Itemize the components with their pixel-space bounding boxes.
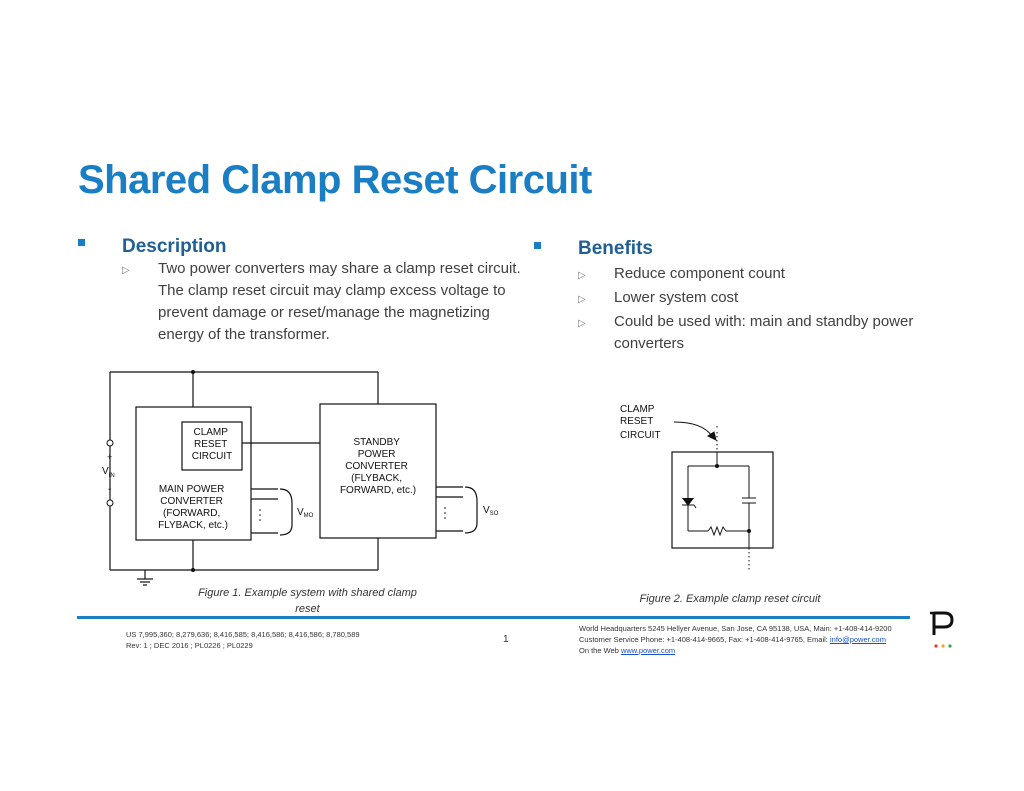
figure1-standby-label: STANDBY POWER CONVERTER (FLYBACK, FORWAR… [340, 437, 416, 496]
email-link[interactable]: info@power.com [829, 635, 886, 644]
arrow-bullet-icon: ▷ [578, 318, 586, 329]
description-bullet [78, 239, 85, 246]
figure1-plus: + [107, 452, 112, 462]
logo-dot-red [934, 644, 938, 648]
footer-contact: Customer Service Phone: +1-408-414-9665,… [579, 635, 886, 644]
figure2-label: CLAMP RESET CIRCUIT [620, 404, 661, 441]
benefits-item: ▷ Reduce component count [578, 263, 918, 285]
figure1-main-label: MAIN POWER CONVERTER (FORWARD, FLYBACK, … [158, 484, 228, 531]
description-list: ▷ Two power converters may share a clamp… [122, 258, 522, 346]
footer-divider [77, 616, 910, 619]
power-integrations-logo [930, 611, 954, 648]
description-heading: Description [122, 236, 227, 257]
figure1-vin-label: VIN [102, 466, 115, 479]
benefits-heading: Benefits [578, 238, 653, 259]
footer-web: On the Web www.power.com [579, 646, 676, 655]
figure1-clamp-label: CLAMP RESET CIRCUIT [192, 427, 233, 462]
page-title: Shared Clamp Reset Circuit [78, 158, 592, 202]
figure1-vso-label: VSO [483, 505, 499, 517]
website-link[interactable]: www.power.com [620, 646, 676, 655]
page-number: 1 [503, 634, 509, 645]
benefits-bullet [534, 242, 541, 249]
arrow-bullet-icon: ▷ [578, 270, 586, 281]
footer-revision: Rev: 1 ; DEC 2016 ; PL0226 ; PL0229 [126, 641, 253, 650]
footer-patents: US 7,995,360; 8,279,636; 8,416,585; 8,41… [126, 630, 360, 639]
footer-headquarters: World Headquarters 5245 Hellyer Avenue, … [579, 624, 892, 633]
arrow-bullet-icon: ▷ [122, 265, 130, 276]
arrow-bullet-icon: ▷ [578, 294, 586, 305]
diode-icon [682, 498, 694, 506]
logo-dot-orange [941, 644, 945, 648]
figure1-vmo-label: VMO [297, 507, 314, 519]
figure2-diagram: CLAMP RESET CIRCUIT [620, 404, 774, 570]
figure1-minus: - [108, 484, 111, 495]
figure2-caption: Figure 2. Example clamp reset circuit [639, 593, 821, 605]
description-item: ▷ Two power converters may share a clamp… [122, 260, 521, 343]
figure1-caption: Figure 1. Example system with shared cla… [198, 587, 417, 615]
figure1-diagram: + VIN - CLAMP RESET CIRCUIT MAIN POWER C… [102, 370, 499, 586]
logo-dot-green [948, 644, 952, 648]
benefits-list: ▷ Reduce component count ▷ Lower system … [578, 263, 918, 355]
benefits-item: ▷ Lower system cost [578, 287, 918, 309]
benefits-item: ▷ Could be used with: main and standby p… [578, 313, 914, 352]
